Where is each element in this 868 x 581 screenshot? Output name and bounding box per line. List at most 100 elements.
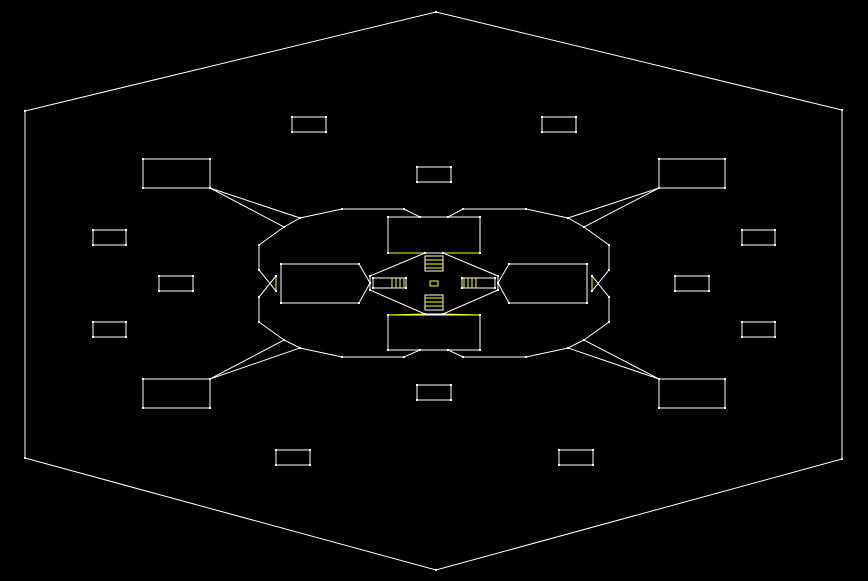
pillar-left-upper xyxy=(92,229,127,246)
vertex-marker xyxy=(92,321,94,323)
vertex-marker xyxy=(591,290,593,292)
vertex-marker xyxy=(424,313,426,315)
vertex-marker xyxy=(708,290,710,292)
vertex-marker xyxy=(209,158,211,160)
pillar-top-left xyxy=(291,116,327,133)
vertex-marker xyxy=(567,217,569,219)
vertex-marker xyxy=(192,290,194,292)
room-top-right xyxy=(658,158,726,189)
vertex-marker xyxy=(435,569,437,571)
vertex-marker xyxy=(209,378,211,380)
vertex-marker xyxy=(372,287,374,289)
vertex-marker xyxy=(442,252,444,254)
spoke-bottom-right xyxy=(567,347,660,380)
vertex-marker xyxy=(724,187,726,189)
vertex-marker xyxy=(724,158,726,160)
vertex-marker xyxy=(479,349,481,351)
room-top-left xyxy=(142,158,211,189)
vertex-marker xyxy=(450,399,452,401)
vertex-marker xyxy=(658,187,660,189)
vertex-marker xyxy=(447,349,449,351)
vertex-marker xyxy=(461,287,463,289)
vertex-marker xyxy=(142,378,144,380)
vertex-marker xyxy=(591,275,593,277)
vertex-marker xyxy=(416,384,418,386)
vertex-marker xyxy=(479,314,481,316)
vertex-marker xyxy=(592,449,594,451)
central-hub xyxy=(258,208,610,358)
room-bottom-right xyxy=(658,378,726,409)
vertex-markers xyxy=(24,11,843,571)
vertex-marker xyxy=(586,302,588,304)
corridor-spokes xyxy=(209,187,660,380)
vertex-marker xyxy=(125,336,127,338)
vertex-marker xyxy=(558,464,560,466)
hub-bottom-right-wall xyxy=(447,275,610,358)
vertex-marker xyxy=(419,216,421,218)
vertex-marker xyxy=(567,347,569,349)
spoke-top-left xyxy=(209,187,301,219)
vertex-marker xyxy=(741,321,743,323)
vertex-marker xyxy=(416,399,418,401)
south-link-r xyxy=(442,313,481,316)
vertex-marker xyxy=(142,407,144,409)
spoke-bottom-right-b xyxy=(583,339,660,380)
vertex-marker xyxy=(142,187,144,189)
vertex-marker xyxy=(387,252,389,254)
vertex-marker xyxy=(258,244,260,246)
outer-pillars xyxy=(92,116,776,466)
vertex-marker xyxy=(325,131,327,133)
vertex-marker xyxy=(291,131,293,133)
vertex-marker xyxy=(508,263,510,265)
vertex-marker xyxy=(541,116,543,118)
vertex-marker xyxy=(283,339,285,341)
vertex-marker xyxy=(741,336,743,338)
vertex-marker xyxy=(275,275,277,277)
stairs-west xyxy=(372,277,407,289)
vertex-marker xyxy=(158,290,160,292)
vertex-marker xyxy=(442,313,444,315)
vertex-marker xyxy=(258,321,260,323)
center-marker xyxy=(429,280,439,287)
hub-top-right-wall xyxy=(447,208,610,292)
vertex-marker xyxy=(416,181,418,183)
pillar-right-middle xyxy=(674,275,710,292)
vertex-marker xyxy=(341,356,343,358)
vertex-marker xyxy=(275,290,277,292)
spoke-bottom-left xyxy=(209,347,301,380)
hub-bottom-left-wall xyxy=(258,275,421,358)
vertex-marker xyxy=(525,356,527,358)
vertex-marker xyxy=(92,229,94,231)
vertex-marker xyxy=(341,208,343,210)
pillar-right-upper xyxy=(741,229,776,246)
vertex-marker xyxy=(280,263,282,265)
vertex-marker xyxy=(583,339,585,341)
vertex-marker xyxy=(774,336,776,338)
vertex-marker xyxy=(462,356,464,358)
room-bottom-left xyxy=(142,378,211,409)
vertex-marker xyxy=(424,252,426,254)
vertex-marker xyxy=(387,314,389,316)
vertex-marker xyxy=(209,187,211,189)
vertex-marker xyxy=(608,244,610,246)
vertex-marker xyxy=(774,321,776,323)
pillar-bottom-right xyxy=(558,449,594,466)
vertex-marker xyxy=(450,181,452,183)
vertex-marker xyxy=(447,216,449,218)
vertex-marker xyxy=(372,277,374,279)
vertex-marker xyxy=(358,263,360,265)
vertex-marker xyxy=(403,208,405,210)
vertex-marker xyxy=(299,347,301,349)
vertex-marker xyxy=(608,296,610,298)
vertex-marker xyxy=(674,290,676,292)
vertex-marker xyxy=(708,275,710,277)
vertex-marker xyxy=(419,349,421,351)
vertex-marker xyxy=(450,166,452,168)
vertex-marker xyxy=(497,282,499,284)
vertex-marker xyxy=(405,287,407,289)
vertex-marker xyxy=(258,269,260,271)
pillar-left-lower xyxy=(92,321,127,338)
vertex-marker xyxy=(405,277,407,279)
stairs-south xyxy=(424,294,444,311)
